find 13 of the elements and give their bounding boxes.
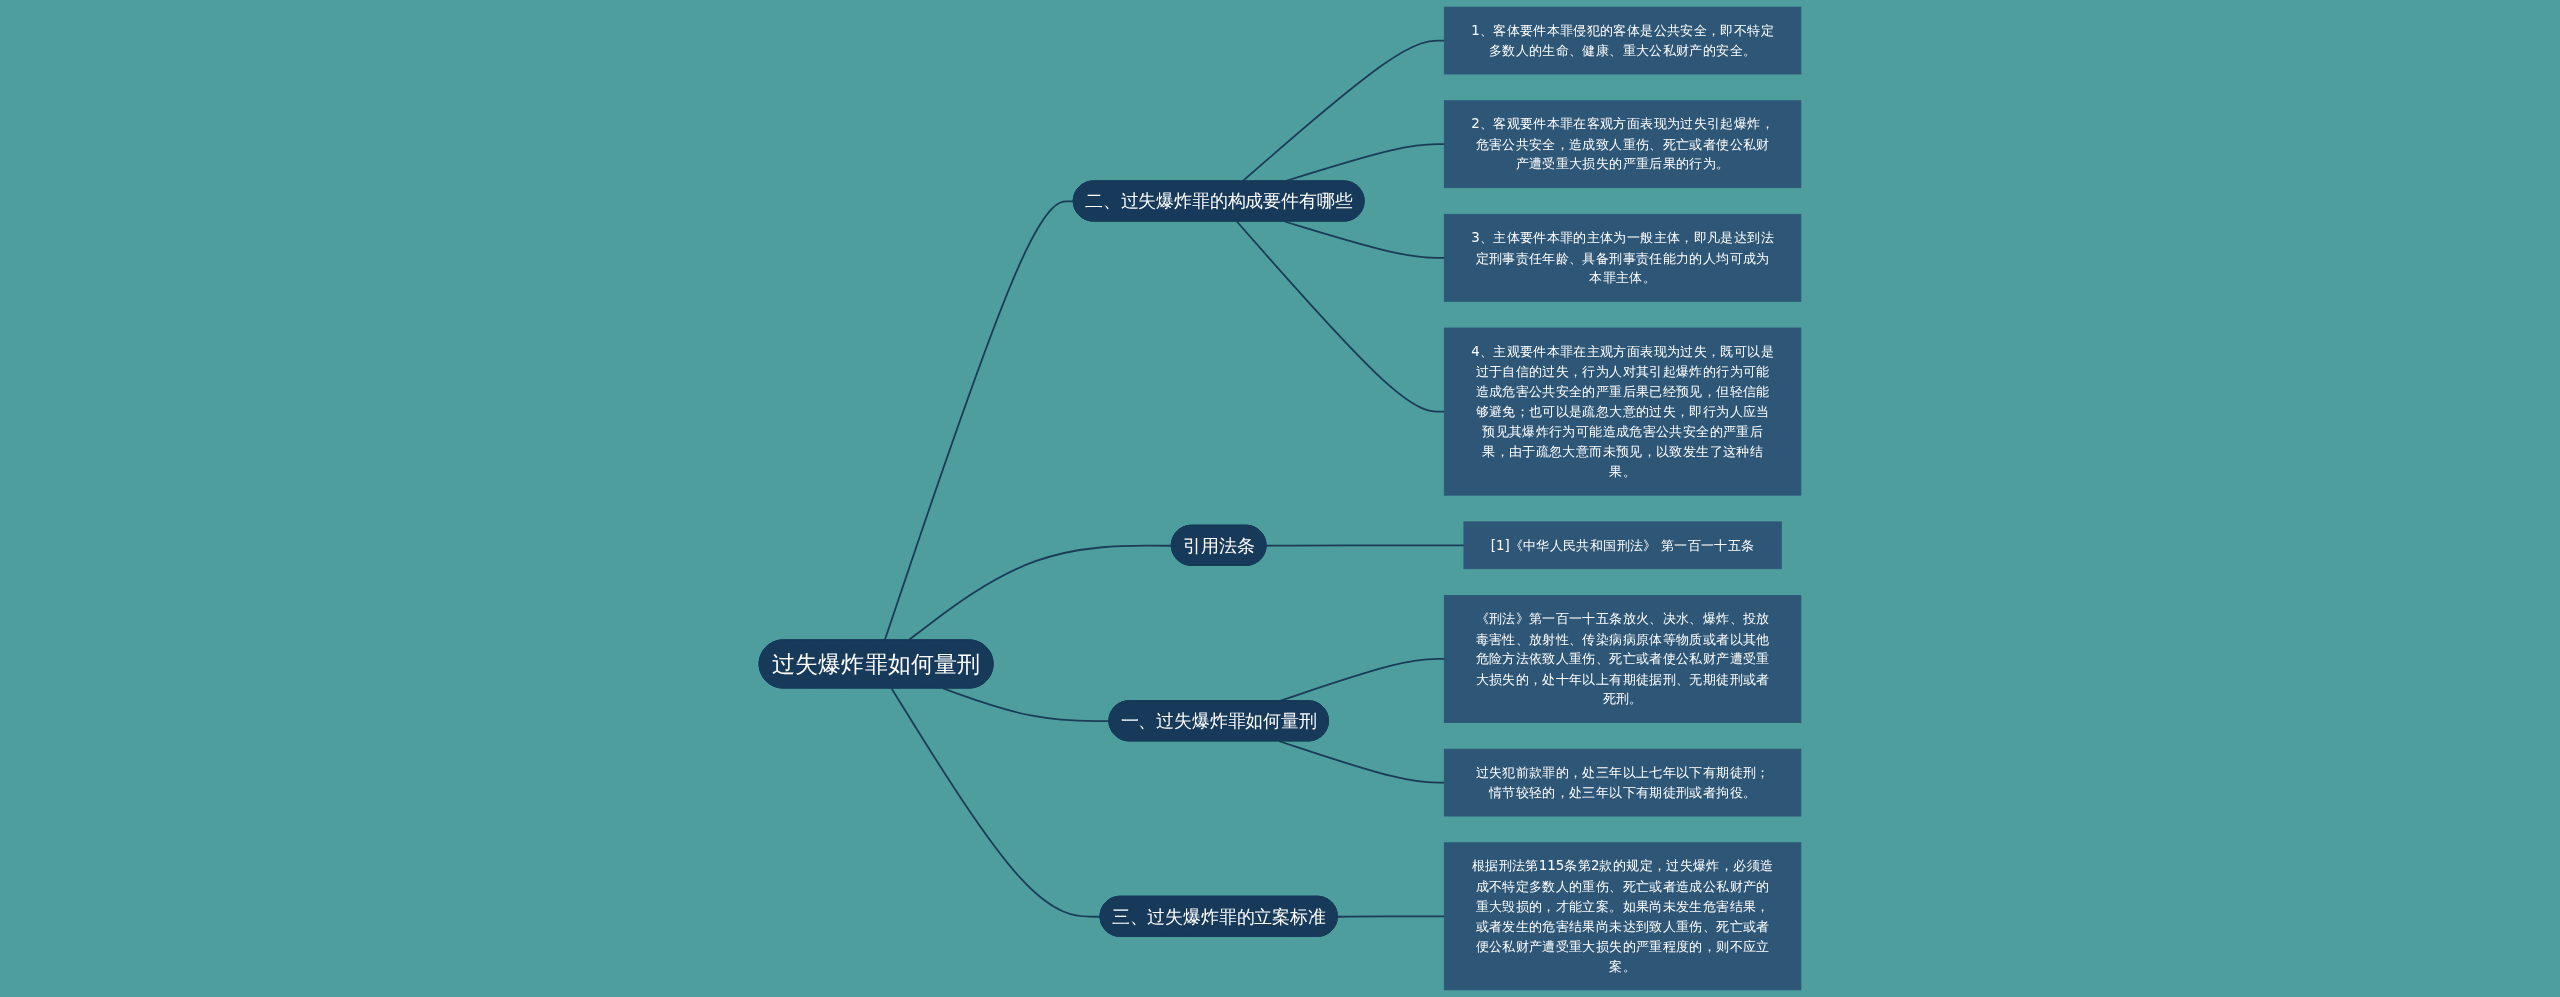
connector xyxy=(1235,220,1446,413)
node-box: [1]《中华人民共和国刑法》 第一百一十五条 xyxy=(1463,521,1782,570)
node-box: 4、主观要件本罪在主观方面表现为过失，既可以是过于自信的过失，行为人对其引起爆炸的行为可能造成危害公共安全的严重后果已经预见，但轻信能够避免；也可以是疏忽大意的过失，即行为人应当预见其爆炸行为可能造成危害公共安全的严重后果，由于疏忽大意而未预见，以致发生了这种结果。 xyxy=(1443,327,1802,496)
node-box: 3、主体要件本罪的主体为一般主体，即凡是达到法定刑事责任年龄、具备刑事责任能力的人均可成为本罪主体。 xyxy=(1443,213,1802,302)
node-box: 《刑法》第一百一十五条放火、决水、爆炸、投放毒害性、放射性、传染病病原体等物质或者以其他危险方法依致人重伤、死亡或者使公私财产遭受重大损失的，处十年以上有期徒据刑、无期徒刑或者死刑。 xyxy=(1443,595,1802,723)
connector xyxy=(890,687,1102,918)
connector xyxy=(1336,915,1446,918)
node-box: 根据刑法第115条第2款的规定，过失爆炸，必须造成不特定多数人的重伤、死亡或者造成公私财产的重大毁损的，才能立案。如果尚未发生危害结果，或者发生的危害结果尚未达到致人重伤、死亡或者便公私财产遭受重大损失的严重程度的，则不应立案。 xyxy=(1443,842,1802,991)
connector xyxy=(1265,544,1465,547)
connector xyxy=(1278,740,1446,784)
node-box: 过失犯前款罪的，处三年以上七年以下有期徒刑；情节较轻的，处三年以下有期徒刑或者拘役。 xyxy=(1443,748,1802,817)
node-box: 2、客观要件本罪在客观方面表现为过失引起爆炸，危害公共安全，造成致人重伤、死亡或者使公私财产遭受重大损失的严重后果的行为。 xyxy=(1443,100,1802,189)
node-box: 1、客体要件本罪侵犯的客体是公共安全，即不特定多数人的生命、健康、重大公私财产的安全。 xyxy=(1443,6,1802,75)
